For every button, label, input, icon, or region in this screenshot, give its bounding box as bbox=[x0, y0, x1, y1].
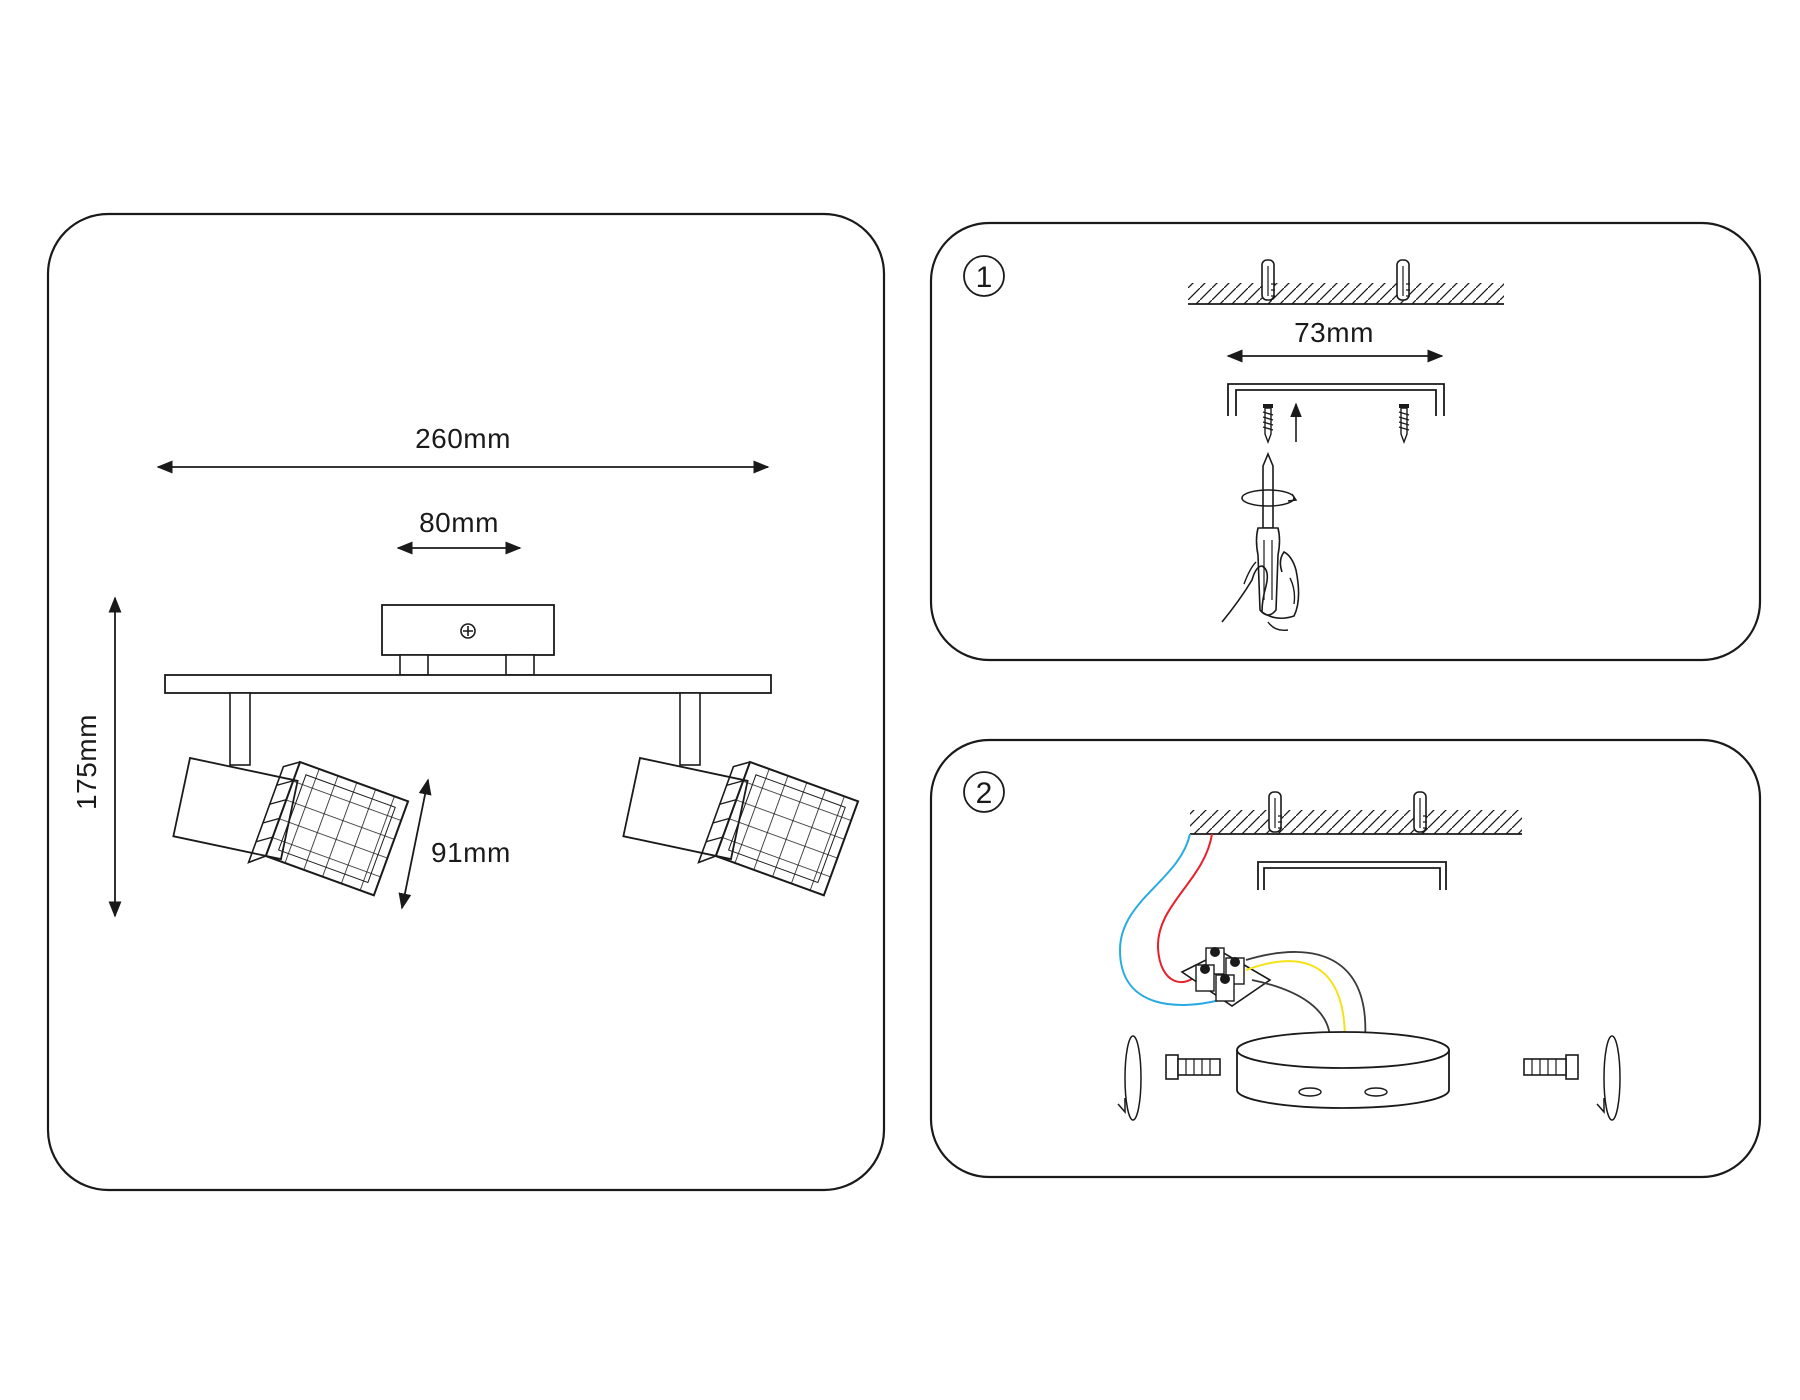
screw-icon bbox=[1398, 403, 1410, 443]
wall-plug-icon bbox=[1268, 791, 1283, 833]
step-2-number: 2 bbox=[976, 777, 993, 810]
height-dimension: 175mm bbox=[71, 596, 122, 918]
height-label: 175mm bbox=[71, 714, 102, 810]
right-stem bbox=[679, 692, 701, 766]
overall-width-dimension: 260mm bbox=[156, 423, 770, 474]
canopy-width-label: 80mm bbox=[419, 507, 499, 538]
screw-icon bbox=[1262, 403, 1274, 443]
red-wire bbox=[1156, 833, 1213, 983]
left-spotlight bbox=[172, 756, 410, 897]
mounting-bracket bbox=[1257, 861, 1447, 890]
ceiling-hatch bbox=[1190, 810, 1522, 835]
canopy-width-dimension: 80mm bbox=[396, 507, 522, 555]
hand-icon bbox=[1221, 550, 1300, 632]
left-stem bbox=[229, 692, 251, 766]
rotate-arrow-icon bbox=[1596, 1035, 1621, 1121]
wall-plug-icon bbox=[1396, 259, 1411, 301]
bolt-icon bbox=[1523, 1054, 1579, 1080]
fixture-bar bbox=[164, 674, 772, 694]
wall-plug-icon bbox=[1413, 791, 1428, 833]
blue-wire bbox=[1118, 833, 1221, 1006]
shade-dimension: 91mm bbox=[398, 778, 511, 910]
right-spotlight bbox=[622, 756, 860, 897]
terminal-block-icon bbox=[1180, 947, 1272, 1007]
step-2-panel: 2 bbox=[929, 738, 1762, 1179]
wall-plug-icon bbox=[1261, 259, 1276, 301]
step-1-panel: 1 73mm bbox=[929, 221, 1762, 662]
shade-label: 91mm bbox=[431, 837, 511, 868]
fixture-canopy bbox=[381, 604, 555, 676]
bracket-spacing-label: 73mm bbox=[1294, 317, 1374, 348]
mounting-bracket bbox=[1227, 383, 1445, 416]
rotate-arrow-icon bbox=[1241, 489, 1298, 507]
fixture-canopy-disc bbox=[1236, 1031, 1450, 1109]
dimensions-panel: 260mm 80mm 175mm bbox=[46, 212, 886, 1192]
dark-wire bbox=[1251, 979, 1331, 1041]
rotate-arrow-icon bbox=[1117, 1035, 1142, 1121]
screwdriver-icon bbox=[1255, 451, 1281, 616]
overall-width-label: 260mm bbox=[415, 423, 511, 454]
bolt-icon bbox=[1165, 1054, 1221, 1080]
yellow-wire bbox=[1245, 960, 1346, 1041]
dark-wire bbox=[1245, 951, 1367, 1041]
step-1-number: 1 bbox=[976, 261, 993, 294]
ceiling-hatch bbox=[1188, 283, 1504, 305]
